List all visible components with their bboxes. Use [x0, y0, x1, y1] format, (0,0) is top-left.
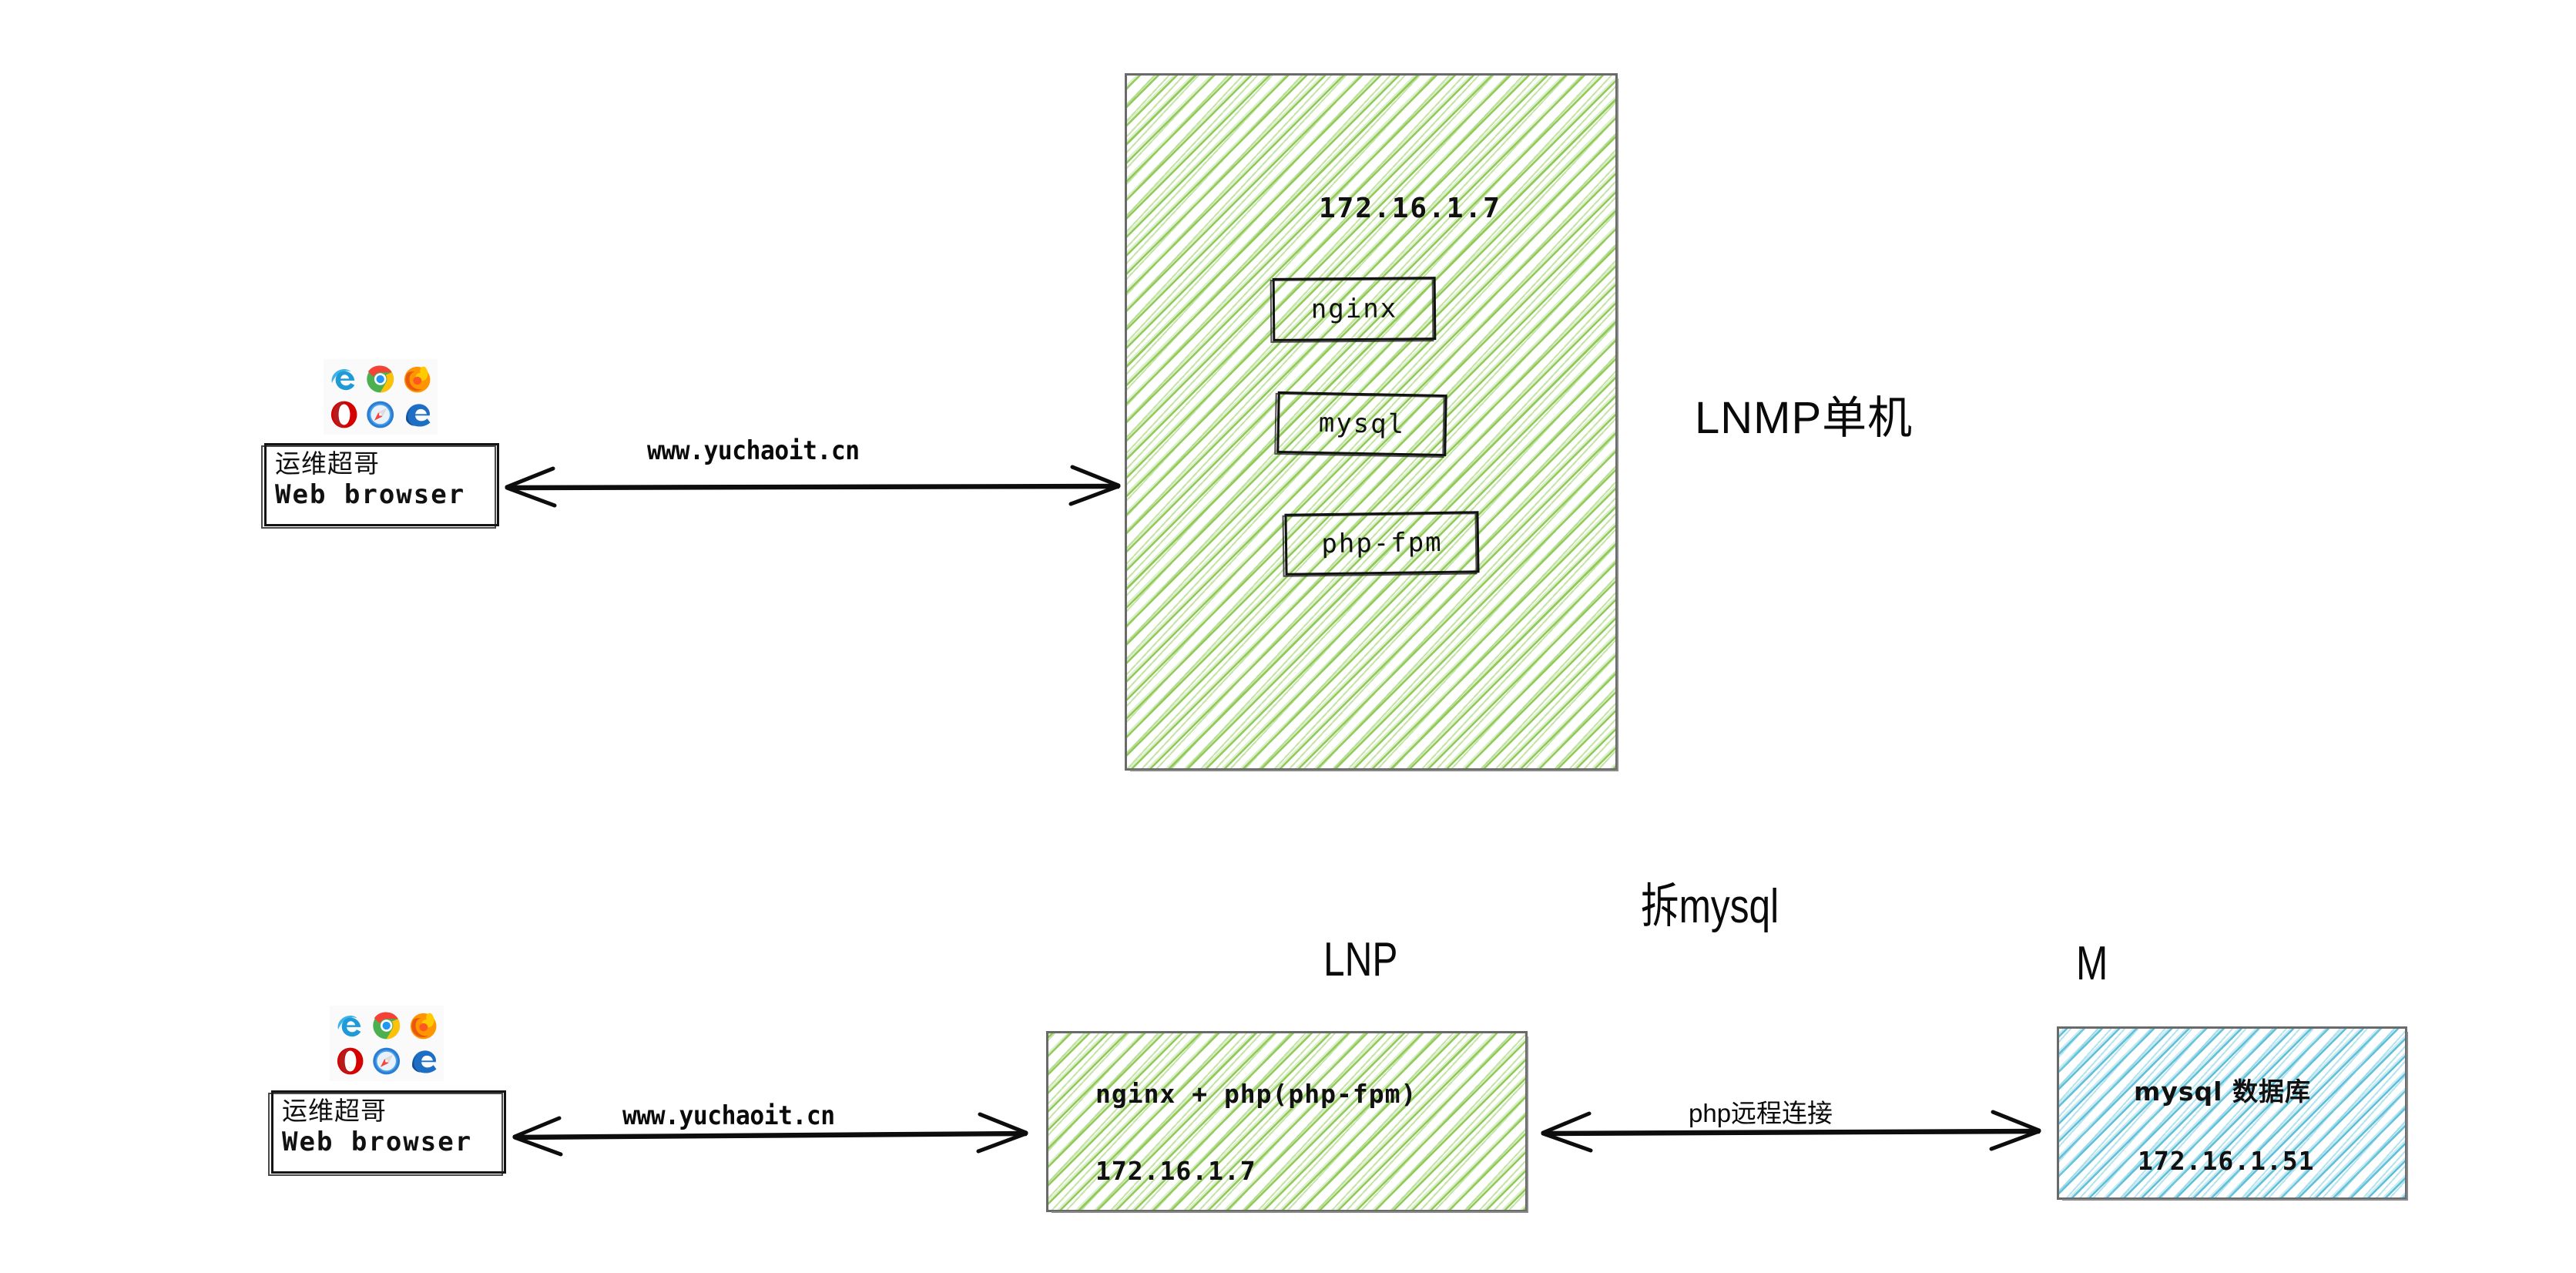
db-server-name-label: mysql 数据库: [2134, 1077, 2311, 1107]
safari-icon: [373, 1047, 401, 1075]
client-box-bottom-frame: [271, 1090, 506, 1174]
service-label-nginx: nginx: [1310, 293, 1398, 325]
internet-explorer-icon: [331, 368, 355, 391]
client-box-bottom: 运维超哥 Web browser: [268, 1090, 506, 1176]
browser-icon-strip-top: [324, 359, 438, 435]
edge-icon: [411, 1050, 437, 1073]
title-lnmp-single-host: LNMP单机: [1695, 393, 1914, 443]
opera-icon: [330, 401, 357, 428]
client-box-top: 运维超哥 Web browser: [261, 443, 499, 529]
client-box-top-frame-sketch: [261, 445, 496, 529]
arrow-label-url-top: www.yuchaoit.cn: [647, 435, 860, 466]
firefox-icon: [404, 366, 431, 393]
arrow-client-to-web-server: [512, 1112, 1028, 1157]
arrow-label-url-bottom: www.yuchaoit.cn: [622, 1100, 835, 1131]
web-server-box-lnp: [1046, 1031, 1528, 1213]
arrow-label-php-remote: php远程连接: [1689, 1099, 1833, 1127]
edge-icon: [405, 404, 431, 427]
client-cn-label-top: 运维超哥: [275, 448, 380, 479]
service-label-php-fpm: php-fpm: [1321, 526, 1443, 560]
client-cn-label-bottom: 运维超哥: [282, 1096, 387, 1126]
firefox-icon: [410, 1013, 437, 1040]
client-box-top-text: 运维超哥 Web browser: [264, 443, 499, 510]
arrow-client-to-server-top: [505, 465, 1121, 508]
chrome-icon: [373, 1012, 401, 1040]
server-ip-lnmp: 172.16.1.7: [1319, 193, 1501, 224]
client-box-bottom-text: 运维超哥 Web browser: [271, 1090, 506, 1157]
db-server-box-mysql: [2057, 1026, 2408, 1201]
service-label-mysql: mysql: [1318, 407, 1406, 441]
service-box-mysql: mysql: [1274, 391, 1447, 458]
web-server-stack-label: nginx + php(php-fpm): [1095, 1079, 1417, 1109]
client-box-top-frame: [264, 443, 499, 526]
title-lnp: LNP: [1323, 933, 1398, 986]
client-en-label-bottom: Web browser: [282, 1126, 473, 1157]
db-server-ip-label: 172.16.1.51: [2138, 1146, 2315, 1176]
client-en-label-top: Web browser: [275, 479, 466, 510]
arrow-web-server-to-db: [1541, 1110, 2041, 1153]
service-box-php-fpm: php-fpm: [1282, 511, 1480, 577]
safari-icon: [367, 401, 394, 428]
chrome-icon: [367, 365, 394, 393]
title-m: M: [2076, 937, 2108, 990]
browser-icon-strip-bottom: [330, 1006, 444, 1081]
web-server-ip-label: 172.16.1.7: [1095, 1156, 1256, 1186]
opera-icon: [337, 1047, 364, 1075]
server-box-lnmp: [1125, 73, 1618, 771]
web-server-box-lnp-shadow: [1052, 1036, 1528, 1213]
client-box-bottom-frame-sketch: [268, 1093, 503, 1176]
service-box-nginx: nginx: [1270, 277, 1437, 343]
title-split-mysql: 拆mysql: [1641, 880, 1779, 933]
internet-explorer-icon: [337, 1015, 361, 1037]
